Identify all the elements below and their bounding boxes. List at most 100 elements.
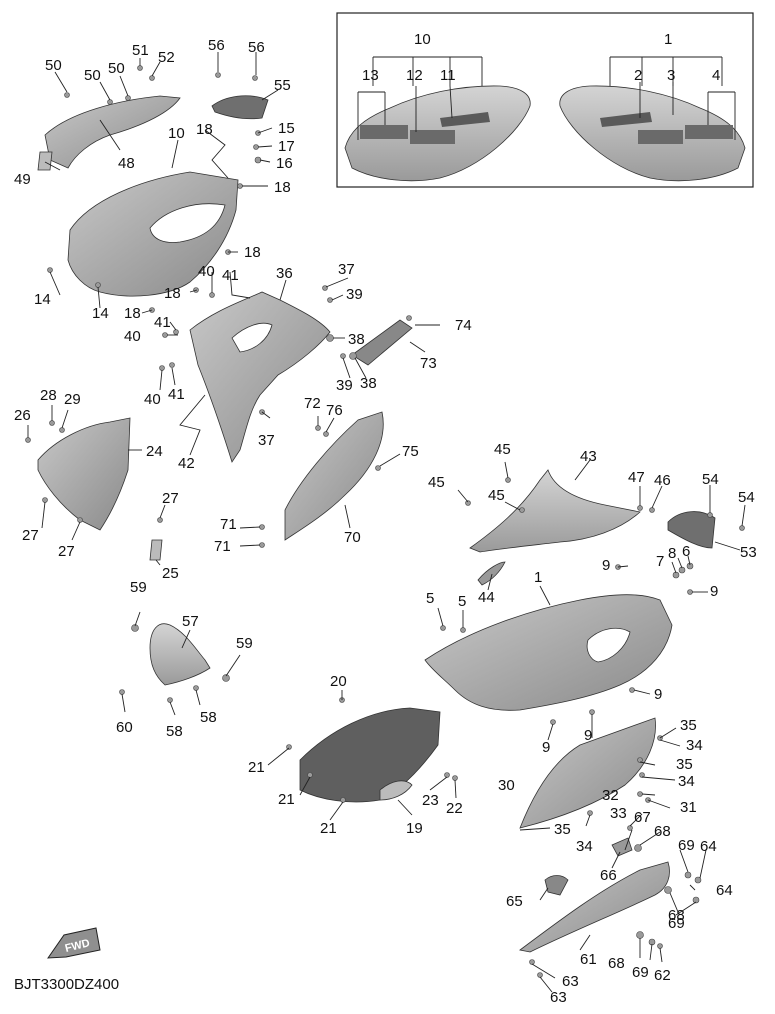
label-75: 75	[402, 443, 419, 460]
label-4: 4	[712, 67, 720, 84]
label-48: 48	[118, 155, 135, 172]
label-2: 2	[634, 67, 642, 84]
label-50-c: 50	[108, 60, 125, 77]
label-37-b: 37	[258, 432, 275, 449]
label-45-a: 45	[494, 441, 511, 458]
label-35-c: 35	[554, 821, 571, 838]
label-5-b: 5	[458, 593, 466, 610]
label-34-a: 34	[686, 737, 703, 754]
label-33: 33	[610, 805, 627, 822]
label-55: 55	[274, 77, 291, 94]
label-13: 13	[362, 67, 379, 84]
part-55	[211, 95, 269, 120]
label-30: 30	[498, 777, 515, 794]
label-22: 22	[446, 800, 463, 817]
label-44: 44	[478, 589, 495, 606]
label-9-b: 9	[710, 583, 718, 600]
label-18-a: 18	[196, 121, 213, 138]
label-46: 46	[654, 472, 671, 489]
part-25	[149, 539, 163, 561]
label-41-c: 41	[168, 386, 185, 403]
label-58-b: 58	[166, 723, 183, 740]
label-9-a: 9	[602, 557, 610, 574]
label-9-e: 9	[584, 727, 592, 744]
part-36	[189, 291, 331, 463]
leader-lines	[27, 52, 746, 993]
label-40-c: 40	[144, 391, 161, 408]
part-57	[149, 623, 211, 686]
fwd-text: FWD	[64, 937, 91, 955]
label-51: 51	[132, 42, 149, 59]
label-64-a: 64	[700, 838, 717, 855]
label-54-b: 54	[738, 489, 755, 506]
part-30	[519, 717, 656, 829]
part-66	[611, 837, 633, 857]
label-16: 16	[276, 155, 293, 172]
label-36: 36	[276, 265, 293, 282]
label-21-c: 21	[320, 820, 337, 837]
label-6: 6	[682, 543, 690, 560]
label-49: 49	[14, 171, 31, 188]
label-11: 11	[440, 67, 456, 84]
part-73	[351, 319, 413, 366]
label-7: 7	[656, 553, 664, 570]
label-41-a: 41	[222, 267, 239, 284]
label-27-b: 27	[22, 527, 39, 544]
inset-frame	[336, 12, 754, 188]
label-69-a: 69	[678, 837, 695, 854]
label-39-b: 39	[336, 377, 353, 394]
label-63-b: 63	[550, 989, 567, 1006]
label-40-a: 40	[198, 263, 215, 280]
label-40-b: 40	[124, 328, 141, 345]
label-68-a: 68	[654, 823, 671, 840]
label-66: 66	[600, 867, 617, 884]
label-45-c: 45	[488, 487, 505, 504]
label-71-a: 71	[220, 516, 237, 533]
label-67: 67	[634, 809, 651, 826]
label-58-a: 58	[200, 709, 217, 726]
label-52: 52	[158, 49, 175, 66]
part-24	[37, 417, 131, 531]
label-50-a: 50	[45, 57, 62, 74]
label-64-b: 64	[716, 882, 733, 899]
label-53: 53	[740, 544, 757, 561]
label-62: 62	[654, 967, 671, 984]
label-1: 1	[534, 569, 542, 586]
label-31: 31	[680, 799, 697, 816]
label-61: 61	[580, 951, 597, 968]
label-56-a: 56	[208, 37, 225, 54]
label-19: 19	[406, 820, 423, 837]
label-70: 70	[344, 529, 361, 546]
label-5-a: 5	[426, 590, 434, 607]
label-38-a: 38	[348, 331, 365, 348]
label-34-c: 34	[576, 838, 593, 855]
label-10-main: 10	[168, 125, 185, 142]
label-9-d: 9	[542, 739, 550, 756]
label-32: 32	[602, 787, 619, 804]
label-20: 20	[330, 673, 347, 690]
label-43: 43	[580, 448, 597, 465]
label-72: 72	[304, 395, 321, 412]
label-69-c: 69	[632, 964, 649, 981]
part-1	[424, 594, 673, 711]
label-35-b: 35	[676, 756, 693, 773]
label-56-b: 56	[248, 39, 265, 56]
label-68-b: 68	[668, 907, 685, 924]
label-15: 15	[278, 120, 295, 137]
label-1-inset: 1	[664, 31, 672, 48]
part-labels: 50 50 50 51 52 56 56 55 48 49 10 18 15 1…	[14, 37, 757, 1006]
label-50-b: 50	[84, 67, 101, 84]
part-19	[379, 780, 413, 801]
inset-right-cowl	[559, 85, 746, 182]
label-76: 76	[326, 402, 343, 419]
label-35-a: 35	[680, 717, 697, 734]
label-21-b: 21	[278, 791, 295, 808]
part-44	[477, 561, 506, 586]
part-49	[37, 151, 53, 171]
label-41-b: 41	[154, 314, 171, 331]
label-45-b: 45	[428, 474, 445, 491]
label-3: 3	[667, 67, 675, 84]
label-18-e: 18	[124, 305, 141, 322]
